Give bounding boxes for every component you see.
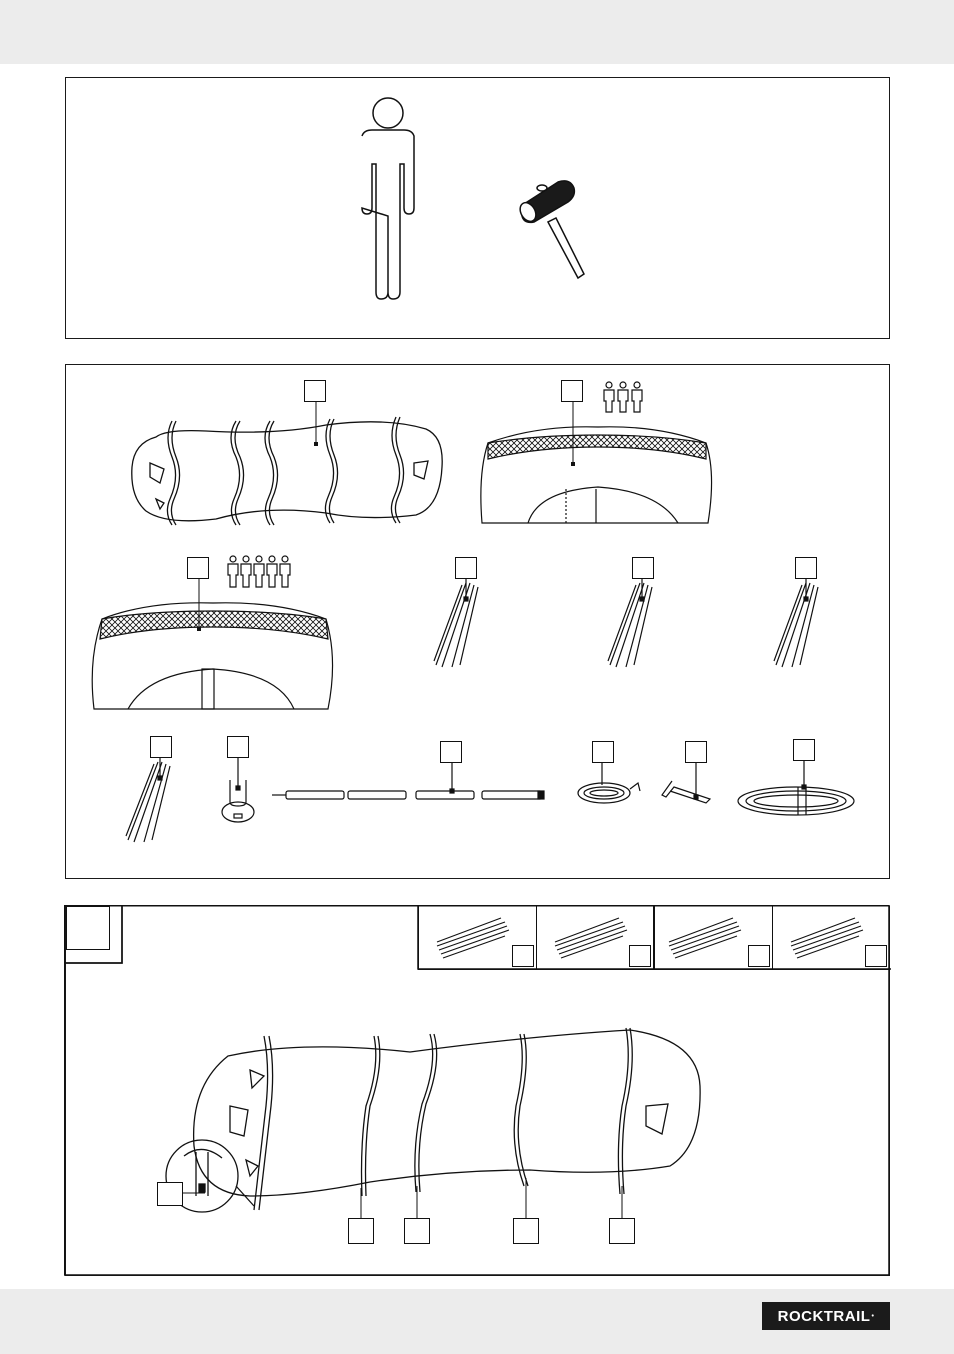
step-callout-3: [513, 1218, 539, 1244]
people-5-icon: [227, 555, 291, 588]
person-figure-icon: [361, 97, 415, 300]
step-callout-2: [404, 1218, 430, 1244]
callout-guy-line: [592, 741, 614, 763]
inner-tent-5p-drawing: [91, 602, 334, 710]
pole-thumb-b: [535, 906, 653, 970]
pole-thumb-b-drawing: [554, 917, 627, 959]
contents-panel: [65, 364, 890, 879]
step-callout-4: [609, 1218, 635, 1244]
callout-pole-set-d: [150, 736, 172, 758]
pole-thumb-d-drawing: [790, 917, 863, 959]
requirements-panel: [65, 77, 890, 339]
thumb-d-callout: [865, 945, 887, 967]
callout-inner-tent-5p: [187, 557, 209, 579]
pole-thumb-a-drawing: [436, 917, 510, 959]
callout-pole-set-a: [455, 557, 477, 579]
callout-pole-foot: [227, 736, 249, 758]
step-callout-2-line: [416, 1186, 418, 1218]
step-callout-4-line: [621, 1186, 623, 1218]
pole-set-b-drawing: [607, 579, 653, 668]
rope-coil-drawing: [737, 761, 855, 816]
pole-foot-drawing: [221, 758, 255, 823]
step-tent-drawing: [165, 1027, 701, 1213]
people-3-icon: [603, 381, 643, 413]
guy-line-drawing: [577, 763, 641, 804]
callout-pole-set-b: [632, 557, 654, 579]
tent-body-drawing: [131, 416, 443, 526]
callout-tent-body: [304, 380, 326, 402]
step-callout-detail-line: [183, 1192, 205, 1194]
callout-line-inner-3p: [571, 402, 575, 466]
step-callout-1: [348, 1218, 374, 1244]
callout-pole-set-c: [795, 557, 817, 579]
pole-thumb-c: [653, 906, 772, 970]
callout-line-tent-body: [314, 402, 318, 446]
pole-thumb-a: [418, 906, 536, 970]
callout-tent-peg: [685, 741, 707, 763]
callout-line-inner-5p: [197, 579, 201, 631]
step-panel: [65, 906, 890, 1276]
pole-set-d-drawing: [125, 758, 171, 843]
thumb-c-callout: [747, 945, 770, 967]
step-callout-3-line: [525, 1178, 527, 1218]
callout-connector-rod: [440, 741, 462, 763]
inner-tent-3p-drawing: [480, 426, 713, 524]
connector-rod-drawing: [272, 763, 545, 800]
step-callout-detail: [157, 1182, 183, 1206]
tent-peg-drawing: [661, 763, 712, 804]
pole-thumbnails: [418, 906, 889, 970]
callout-inner-tent-3p: [561, 380, 583, 402]
pole-thumb-c-drawing: [668, 917, 742, 959]
mallet-icon: [519, 180, 585, 280]
thumb-b-callout: [629, 945, 651, 967]
thumb-a-callout: [511, 945, 534, 967]
brand-logo-mark: •: [871, 1312, 875, 1320]
top-band: [0, 0, 954, 64]
pole-set-a-drawing: [433, 579, 479, 668]
pole-set-c-drawing: [773, 579, 819, 668]
step-callout-1-line: [360, 1188, 362, 1218]
callout-rope-coil: [793, 739, 815, 761]
step-number-box: [66, 906, 110, 950]
pole-thumb-d: [771, 906, 889, 970]
brand-logo-text: ROCKTRAIL: [777, 1307, 871, 1325]
brand-logo: ROCKTRAIL•: [762, 1302, 890, 1330]
